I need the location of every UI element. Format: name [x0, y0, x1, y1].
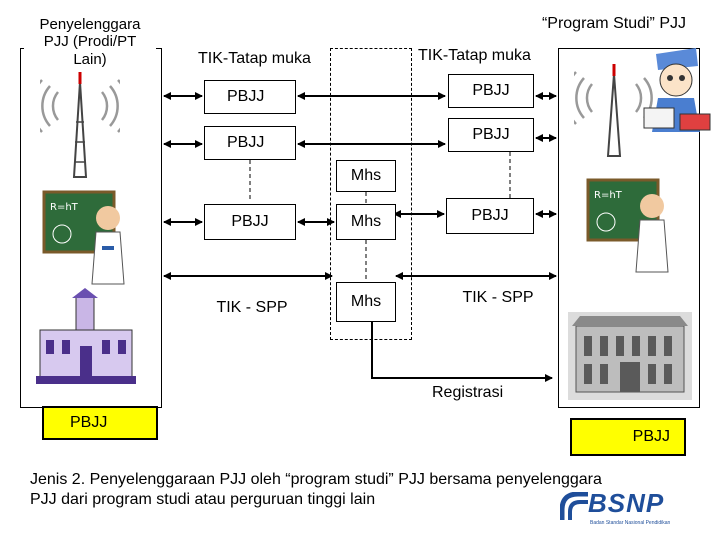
university-building-icon-left [36, 288, 136, 384]
teacher-chalkboard-icon-left: R=hT [42, 190, 125, 285]
pbjj-box-left-row2: PBJJ [204, 126, 296, 160]
bsnp-logo: BSNP Badan Standar Nasional Pendidikan [560, 488, 700, 532]
bsnp-logo-subtext: Badan Standar Nasional Pendidikan [590, 520, 671, 526]
pbjj-box-right-row2: PBJJ [448, 118, 534, 152]
teacher-chalkboard-icon-right: R=hT [586, 178, 669, 273]
caption-line-2: PJJ dari program studi atau perguruan ti… [30, 491, 376, 508]
cartoon-student-icon [643, 48, 711, 132]
pbjj-box-left-row3: PBJJ [204, 204, 296, 240]
bsnp-emblem-icon [560, 492, 588, 520]
tik-spp-box-right: TIK - SPP [462, 289, 534, 306]
tik-spp-box-left: TIK - SPP [216, 299, 288, 316]
pbjj-footer-left: PBJJ [42, 406, 158, 440]
registrasi-label: Registrasi [432, 384, 504, 401]
svg-text:R=hT: R=hT [594, 190, 623, 201]
right-col-top-label: TIK-Tatap muka [418, 47, 531, 64]
antenna-tower-icon-left [40, 72, 120, 178]
caption-line-1: Jenis 2. Penyelenggaraan PJJ oleh “progr… [30, 471, 602, 488]
left-title: Penyelenggara PJJ (Prodi/PT Lain) [24, 16, 156, 68]
svg-text:R=hT: R=hT [50, 202, 79, 213]
bank-building-photo-icon [568, 312, 692, 400]
caption: Jenis 2. Penyelenggaraan PJJ oleh “progr… [30, 470, 710, 510]
mhs-box-3: Mhs [336, 282, 396, 322]
bsnp-logo-text: BSNP [588, 488, 665, 518]
mhs-box-2: Mhs [336, 204, 396, 240]
mhs-box-1: Mhs [336, 160, 396, 192]
pbjj-box-right-row3: PBJJ [446, 198, 534, 234]
left-col-top-label: TIK-Tatap muka [198, 50, 311, 67]
pbjj-footer-right: PBJJ [570, 418, 686, 456]
right-title: “Program Studi” PJJ [541, 15, 686, 32]
pbjj-box-right-row1: PBJJ [448, 74, 534, 108]
pbjj-box-left-row1: PBJJ [204, 80, 296, 114]
right-prodi-column [558, 48, 700, 408]
